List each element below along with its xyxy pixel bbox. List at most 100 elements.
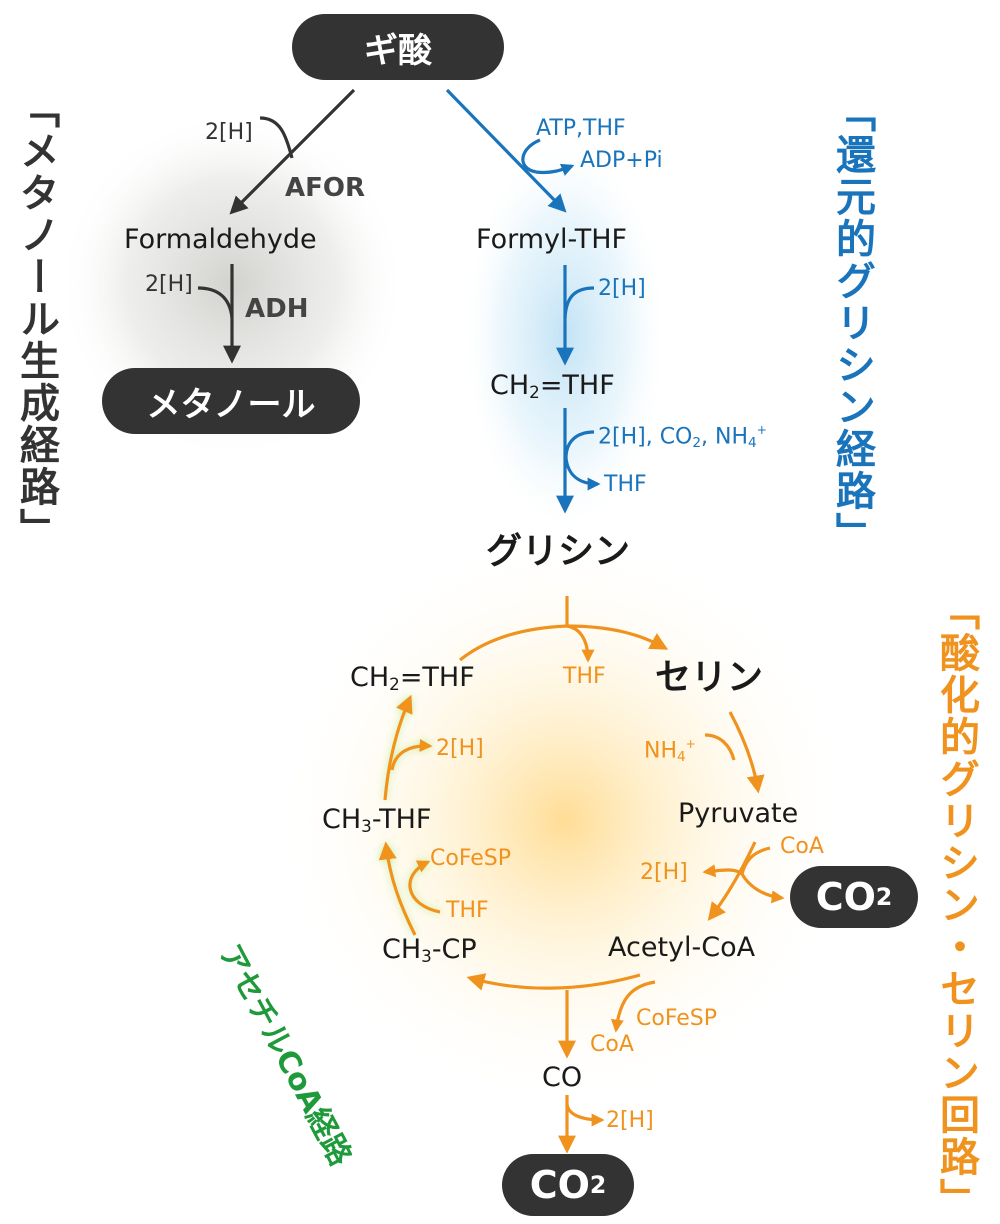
ch2-thf-reductive-pre: CH — [490, 370, 530, 401]
nh4-label: NH4+ — [644, 738, 696, 765]
methanol-title-text: メタノール生成経路 — [13, 130, 59, 508]
reductive-inputs-sup: + — [756, 423, 767, 437]
reductive-title-close: 」 — [829, 512, 875, 554]
reductive-inputs-sub2: 4 — [748, 435, 757, 452]
pyruvate-node: Pyruvate — [678, 798, 799, 829]
reductive-title-text: 還元的グリシン経路 — [829, 134, 875, 512]
enzyme-afor: AFOR — [285, 173, 366, 203]
methanol-pathway-title: 「メタノール生成経路」 — [13, 88, 59, 550]
arc-pyruvate-to-acetylcoa — [707, 841, 757, 921]
methanol-pill: メタノール — [102, 368, 360, 434]
nh4-pre: NH — [644, 738, 677, 764]
ch3-thf-node: CH3-THF — [322, 806, 431, 835]
ch2-thf-reductive-sub: 2 — [529, 382, 540, 403]
oxidative-title-close: 」 — [933, 1178, 979, 1220]
formyl-thf-node: Formyl-THF — [476, 224, 628, 255]
reductive-arrows — [445, 88, 601, 514]
glycine-node: グリシン — [486, 531, 631, 572]
hook-2h-reductive — [563, 286, 595, 319]
arc-glycine-to-serine — [566, 624, 669, 650]
hook-2h-co2-nh4 — [564, 430, 595, 459]
reductive-title-open: 「 — [829, 92, 875, 134]
reductive-inputs-sub: 2 — [692, 435, 702, 452]
arrow-formate-to-formaldehyde — [229, 88, 356, 215]
formate-pill: ギ酸 — [292, 14, 504, 80]
ch3-cp-sub: 3 — [421, 946, 432, 967]
reductive-pathway-title: 「還元的グリシン経路」 — [829, 92, 875, 554]
ch3-cp-post: -CP — [431, 934, 477, 965]
ch3-thf-pre: CH — [322, 804, 362, 835]
ch2-thf-reductive-post: =THF — [539, 370, 615, 401]
cycle-thf-out-label: THF — [563, 664, 606, 689]
co2-bottom-pre: CO — [529, 1163, 590, 1207]
reductive-2h-label: 2[H] — [598, 276, 646, 301]
ch3-cp-node: CH3-CP — [382, 936, 477, 965]
atp-thf-label: ATP,THF — [536, 116, 626, 141]
ch2-thf-cycle-pre: CH — [350, 662, 390, 693]
cofesp-left-label: CoFeSP — [430, 846, 512, 871]
methanol-label: メタノール — [146, 384, 316, 425]
hook-thf-out — [564, 457, 601, 491]
hook-thf-out-top — [566, 624, 595, 663]
thf-in-label: THF — [446, 898, 489, 923]
acetylcoa-left-arrows — [378, 694, 441, 936]
ch3-thf-post: -THF — [371, 804, 432, 835]
hook-nh4 — [704, 733, 736, 761]
oxidative-cycle-title: 「酸化的グリシン・セリン回路」 — [933, 590, 979, 1220]
ch2-thf-cycle-post: =THF — [399, 662, 475, 693]
co2-bottom-sub: 2 — [589, 1171, 607, 1199]
cycle-glow — [275, 530, 855, 1110]
coa-out-label: CoA — [590, 1032, 634, 1057]
methanol-cofactor-2: 2[H] — [145, 272, 193, 297]
cofesp-right-label: CoFeSP — [636, 1006, 718, 1031]
ch2-thf-reductive-node: CH2=THF — [490, 372, 615, 401]
ch2-thf-cycle-node: CH2=THF — [350, 664, 475, 693]
nh4-sup: + — [685, 737, 696, 751]
hook-cofesp-coa — [610, 980, 656, 1033]
formate-label: ギ酸 — [364, 30, 432, 71]
hook-adp-pi — [535, 163, 575, 176]
acetyl-coa-node: Acetyl-CoA — [608, 932, 756, 963]
co-node: CO — [542, 1062, 583, 1093]
methanol-title-open: 「 — [13, 88, 59, 130]
reductive-thf-out-label: THF — [604, 472, 647, 497]
oxidative-title-open: 「 — [933, 590, 979, 632]
methanol-arrows — [197, 88, 356, 364]
adp-pi-label: ADP+Pi — [580, 148, 663, 173]
coa-in-label: CoA — [780, 834, 824, 859]
oxidative-title-text: 酸化的グリシン・セリン回路 — [933, 632, 979, 1178]
hook-2h-afor — [259, 116, 294, 159]
hook-2h-co — [565, 1103, 605, 1127]
reductive-inputs-pre: 2[H], CO — [598, 424, 693, 450]
methanol-cofactor-1: 2[H] — [205, 120, 253, 145]
hook-2h-left — [390, 738, 433, 771]
hook-2h-adh — [197, 286, 234, 319]
arc-ch2-thf-to-glycine — [459, 624, 568, 662]
enzyme-adh: ADH — [245, 294, 309, 324]
arc-ch3-thf-to-ch2-thf — [383, 694, 413, 801]
co2-right-sub: 2 — [875, 883, 893, 911]
hook-atp-thf — [521, 138, 541, 174]
hook-coa-in — [740, 846, 771, 875]
ch3-cp-pre: CH — [382, 934, 422, 965]
serine-node: セリン — [655, 657, 764, 698]
oxidative-cycle-arrows — [459, 596, 785, 1154]
hook-co2-out — [740, 873, 785, 904]
co2-right-pre: CO — [815, 875, 876, 919]
hook-thf-cofesp — [408, 860, 441, 914]
arc-serine-to-pyruvate — [728, 711, 765, 794]
cycle-2h-left-label: 2[H] — [436, 736, 484, 761]
nh4-sub: 4 — [677, 749, 686, 766]
cycle-2h-label: 2[H] — [640, 860, 688, 885]
ch2-thf-cycle-sub: 2 — [389, 674, 400, 695]
arc-ch3-cp-to-ch3-thf — [378, 841, 417, 936]
ch3-thf-sub: 3 — [361, 816, 372, 837]
formaldehyde-node: Formaldehyde — [124, 224, 317, 255]
hook-2h-out — [702, 864, 744, 878]
reductive-inputs-label: 2[H], CO2, NH4+ — [598, 424, 767, 451]
arrow-formate-to-formyl-thf — [445, 88, 567, 213]
reductive-inputs-mid: , NH — [701, 424, 749, 450]
